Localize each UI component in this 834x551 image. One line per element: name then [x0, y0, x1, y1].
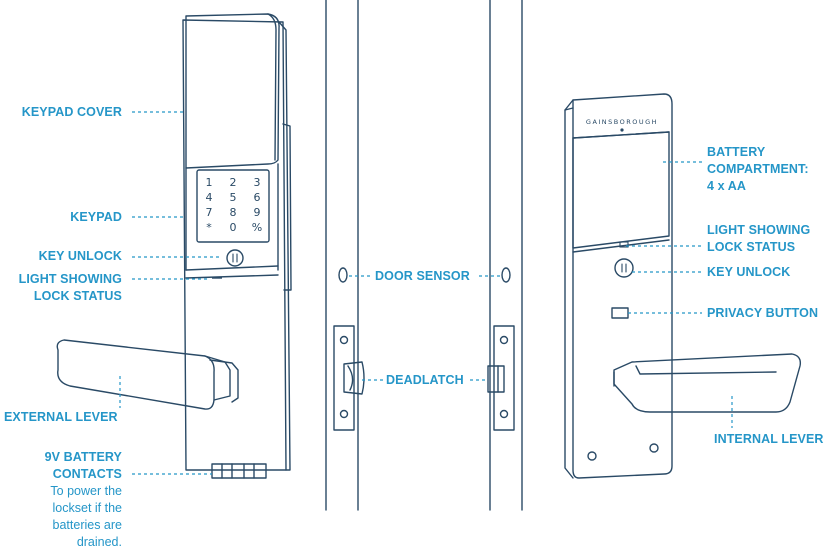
- keypad-key: *: [206, 221, 212, 234]
- label-keypad: KEYPAD: [70, 210, 122, 224]
- label-privacy-button: PRIVACY BUTTON: [707, 306, 819, 320]
- label-door-sensor: DOOR SENSOR: [375, 269, 470, 283]
- keypad-key: 9: [254, 206, 261, 219]
- label-internal-lever: INTERNAL LEVER: [714, 432, 824, 446]
- strike-plate-right: [487, 325, 515, 431]
- internal-lever-drawing: [613, 353, 802, 413]
- privacy-button-drawing: [611, 307, 629, 319]
- keypad-key: 5: [230, 191, 237, 204]
- label-battery-comp-line2: COMPARTMENT:: [707, 162, 809, 176]
- key-unlock-right-drawing: [614, 258, 634, 278]
- strike-plate-left: [333, 325, 365, 431]
- note-9v-line3: batteries are: [52, 518, 122, 532]
- keypad-cover-drawing: [185, 13, 280, 169]
- keypad-panel-drawing: [185, 163, 279, 279]
- keypad-key: 6: [254, 191, 261, 204]
- key-unlock-left-drawing: [226, 249, 244, 267]
- label-external-lever: EXTERNAL LEVER: [4, 410, 118, 424]
- note-9v-line4: drained.: [76, 535, 122, 549]
- external-lever-drawing: [56, 339, 239, 410]
- keypad-digits: 1 2 3 4 5 6 7 8 9 * 0%: [206, 176, 263, 234]
- label-light-status-left: LIGHT SHOWING LOCK STATUS: [19, 271, 122, 305]
- door-drawing: [325, 0, 523, 511]
- keypad-key: 3: [254, 176, 261, 189]
- status-light-right: [619, 241, 629, 248]
- label-light-status-right-line2: LOCK STATUS: [707, 240, 796, 254]
- brand-logo-text: GAINSBOROUGH: [586, 118, 658, 126]
- label-key-unlock-left: KEY UNLOCK: [38, 249, 122, 263]
- screw-holes-internal: [587, 443, 659, 461]
- keypad-key: 8: [230, 206, 237, 219]
- external-lock-body: [182, 19, 292, 471]
- label-light-status-left-line2: LOCK STATUS: [33, 289, 122, 303]
- label-9v-battery-line2: CONTACTS: [52, 467, 122, 481]
- label-battery-compartment: BATTERY COMPARTMENT: 4 x AA: [707, 144, 809, 195]
- label-9v-battery-line1: 9V BATTERY: [44, 450, 122, 464]
- label-light-status-right-line1: LIGHT SHOWING: [707, 223, 811, 237]
- label-battery-comp-line1: BATTERY: [707, 145, 766, 159]
- keypad-key: 7: [206, 206, 213, 219]
- keypad-key: 1: [206, 176, 213, 189]
- label-light-status-left-line1: LIGHT SHOWING: [18, 272, 122, 286]
- internal-lock-body: [564, 93, 673, 479]
- label-key-unlock-right: KEY UNLOCK: [707, 265, 791, 279]
- keypad-key: 4: [206, 191, 213, 204]
- note-9v-battery: To power the lockset if the batteries ar…: [50, 483, 122, 551]
- keypad-key: 2: [230, 176, 237, 189]
- keypad-key: %: [252, 221, 262, 234]
- note-9v-line1: To power the: [50, 484, 122, 498]
- keypad-key: 0: [230, 221, 237, 234]
- battery-contacts-drawing: [211, 463, 267, 479]
- label-battery-comp-line3: 4 x AA: [707, 179, 747, 193]
- label-keypad-cover: KEYPAD COVER: [21, 105, 122, 119]
- label-9v-battery: 9V BATTERY CONTACTS: [45, 449, 122, 483]
- label-deadlatch: DEADLATCH: [386, 373, 464, 387]
- note-9v-line2: lockset if the: [52, 501, 122, 515]
- battery-compartment-drawing: [572, 131, 670, 253]
- leader-lines: [119, 111, 733, 475]
- label-light-status-right: LIGHT SHOWING LOCK STATUS: [707, 222, 810, 256]
- brand-dot: [620, 128, 624, 132]
